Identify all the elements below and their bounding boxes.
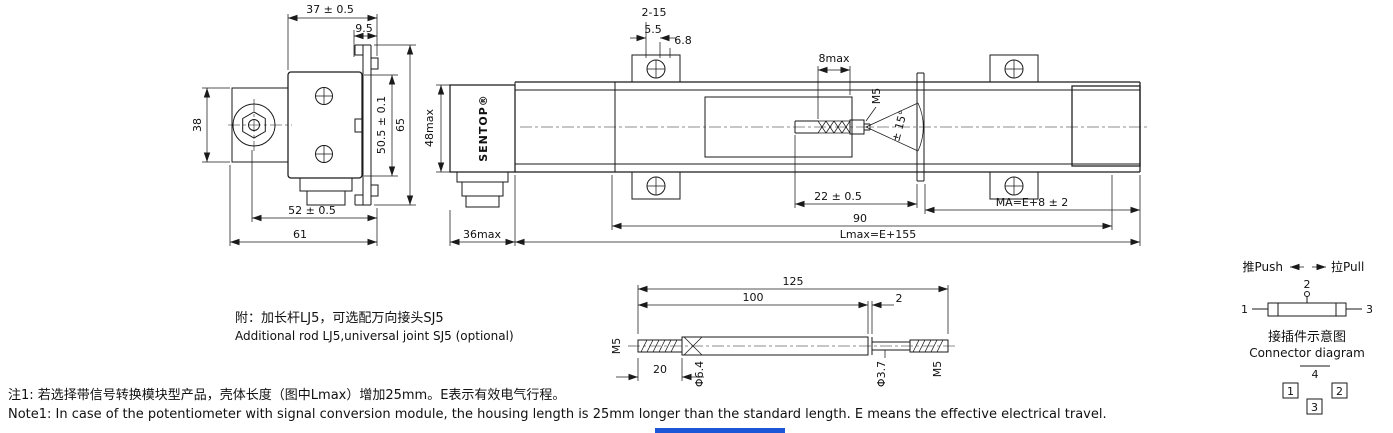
dim-lmax: Lmax=E+155: [840, 228, 916, 241]
dim-2-15: 2-15: [642, 6, 667, 19]
push-label: 推Push: [1243, 260, 1284, 274]
dim-65: 65: [394, 118, 407, 132]
dim-2: 2: [896, 292, 903, 305]
dim-36max: 36max: [463, 228, 501, 241]
pin-1-label: 1: [1241, 303, 1248, 316]
mount-foot-bottom-left: [631, 171, 681, 200]
rod-thread-left-m5: M5: [610, 338, 623, 355]
dim-ma: MA=E+8 ± 2: [996, 196, 1069, 209]
brand-label: SENTOP®: [477, 94, 490, 162]
pin-3-label: 3: [1366, 303, 1373, 316]
dim-5-5: 5.5: [644, 23, 662, 36]
mount-foot-bottom-right: [989, 171, 1039, 200]
hex-nut: [242, 111, 266, 139]
dim-52: 52 ± 0.5: [288, 204, 336, 217]
shaft: [794, 119, 871, 135]
pull-label: 拉Pull: [1331, 259, 1364, 274]
connector-plug: [456, 171, 509, 208]
dim-100: 100: [743, 291, 764, 304]
housing-body: [514, 81, 1150, 173]
side-view: SENTOP® 48max 36max: [423, 84, 516, 246]
rod-dimensions: 125 100 2 20 M5 Φ6.4 Φ3.7 M5: [610, 275, 949, 387]
screw-bottom: [315, 145, 333, 163]
rod-thread-right-m5: M5: [931, 361, 944, 378]
rod-caption-zh: 附：加长杆LJ5，可选配万向接头SJ5: [235, 310, 444, 326]
pinout-layout: 4 1 2 3: [1282, 365, 1348, 415]
side-view-dimensions: 48max 36max: [423, 84, 516, 246]
shaft-tip-dimension: 8max M5: [817, 52, 883, 122]
main-view: 2-15 5.5 6.8 8max M5 ± 15°: [514, 6, 1150, 246]
dim-6-8: 6.8: [674, 34, 692, 47]
slot-callout: 2-15 5.5 6.8: [630, 6, 692, 58]
pinout-2: 2: [1336, 385, 1343, 398]
rod-body: [637, 336, 949, 356]
pinout-4: 4: [1312, 368, 1319, 381]
blue-underline: [655, 428, 785, 433]
connector-caption-en: Connector diagram: [1249, 346, 1365, 360]
dim-angle: ± 15°: [889, 109, 910, 143]
pinout-3: 3: [1311, 401, 1318, 414]
shaft-window: [704, 96, 853, 158]
dim-38: 38: [191, 118, 204, 132]
extension-rod-view: 附：加长杆LJ5，可选配万向接头SJ5 Additional rod LJ5,u…: [235, 275, 958, 387]
dia-3-7: Φ3.7: [875, 361, 888, 387]
screw-top: [315, 87, 333, 105]
dim-9-5: 9.5: [355, 22, 373, 35]
mount-foot-top-right: [989, 54, 1039, 83]
dim-22: 22 ± 0.5: [814, 190, 862, 203]
dia-6-4: Φ6.4: [693, 361, 706, 387]
dim-48max: 48max: [423, 109, 436, 147]
pin-2-label: 2: [1304, 278, 1311, 291]
shaft-boss: [232, 103, 276, 147]
pinout-1: 1: [1287, 385, 1294, 398]
end-cap: [1071, 85, 1141, 167]
dim-37: 37 ± 0.5: [306, 3, 354, 16]
footnotes: 注1: 若选择带信号转换模块型产品，壳体长度（图中Lmax）增加25mm。E表示…: [8, 387, 1107, 422]
end-view-dimensions: 37 ± 0.5 9.5 38 50.5 ± 0.1 65 52 ± 0.5 6…: [191, 3, 416, 246]
mount-foot-endview: [299, 177, 353, 206]
shaft-bore: [248, 119, 260, 131]
main-view-dimensions: 22 ± 0.5 90 MA=E+8 ± 2 Lmax=E+155: [515, 135, 1141, 246]
dim-61: 61: [293, 228, 307, 241]
note-en: Note1: In case of the potentiometer with…: [8, 407, 1107, 422]
mount-foot-top-left: [631, 54, 681, 83]
flange-plate: [916, 72, 925, 182]
dim-8max: 8max: [819, 52, 850, 65]
connector-body: [1267, 302, 1347, 317]
dim-20: 20: [653, 363, 667, 376]
connector-caption-zh: 接插件示意图: [1268, 329, 1346, 345]
connector-diagram: 推Push 拉Pull 2 1 3 接插件示意图 Connector diagr…: [1241, 259, 1373, 415]
dim-90: 90: [853, 212, 867, 225]
end-view: 37 ± 0.5 9.5 38 50.5 ± 0.1 65 52 ± 0.5 6…: [191, 3, 416, 246]
rod-caption-en: Additional rod LJ5,universal joint SJ5 (…: [235, 329, 514, 343]
dim-50-5: 50.5 ± 0.1: [375, 96, 388, 154]
pin-2-terminal: [1304, 291, 1310, 297]
dim-125: 125: [783, 275, 804, 288]
note-zh: 注1: 若选择带信号转换模块型产品，壳体长度（图中Lmax）增加25mm。E表示…: [8, 387, 565, 403]
thread-label-m5: M5: [870, 88, 883, 105]
rail-bracket: [354, 44, 379, 206]
